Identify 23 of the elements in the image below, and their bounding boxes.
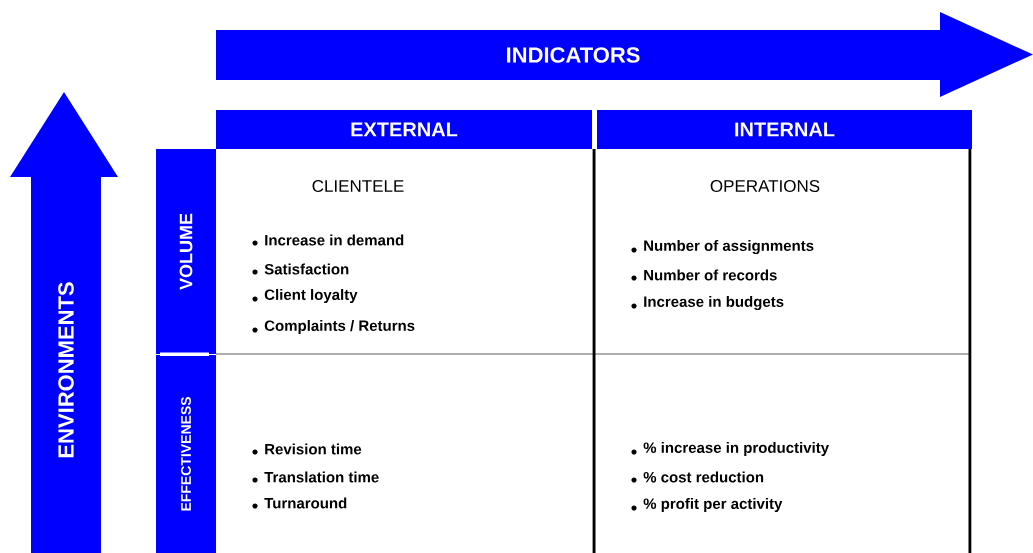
header-cell: INTERNAL: [597, 110, 972, 149]
bullet-item: Translation time: [252, 471, 379, 483]
table-cell: [252, 179, 415, 334]
bullet-item: Satisfaction: [252, 263, 349, 275]
bullet-item: % cost reduction: [631, 471, 764, 483]
bullet-item: Client loyalty: [252, 289, 358, 303]
bullet-item: Increase in demand: [252, 234, 404, 246]
bullet-item: Increase in budgets: [631, 295, 784, 310]
bullet-item: % profit per activity: [631, 498, 783, 512]
header-cell: EXTERNAL: [216, 110, 592, 149]
table-cell: [631, 442, 829, 512]
bullet-item: Number of records: [631, 269, 777, 281]
bullet-item: Number of assignments: [631, 239, 814, 254]
table-cell: [631, 179, 820, 310]
table-cell: [252, 443, 379, 509]
bullet-item: % increase in productivity: [631, 442, 829, 456]
cell-heading: OPERATIONS: [710, 179, 820, 192]
row-header-cell: VOLUME: [156, 149, 216, 354]
bullet-item: Turnaround: [252, 497, 347, 509]
bullet-item: Revision time: [252, 443, 362, 455]
bullet-item: Complaints / Returns: [252, 320, 415, 334]
row-header-cell: EFFECTIVENESS: [156, 355, 216, 553]
cell-heading: CLIENTELE: [312, 179, 404, 192]
